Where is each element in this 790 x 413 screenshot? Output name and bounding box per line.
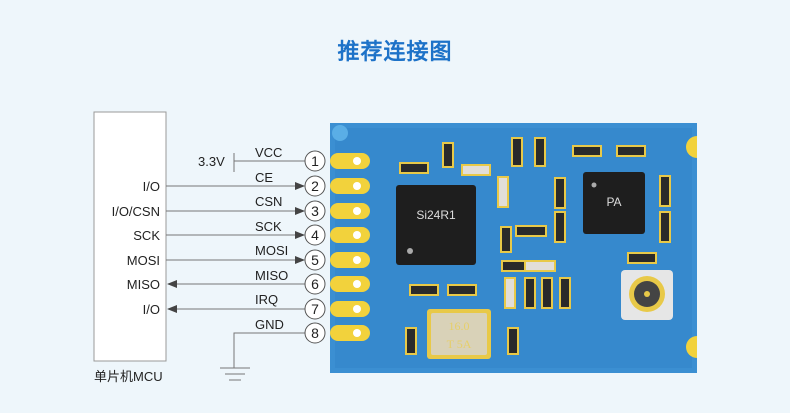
mcu-pin-sck: SCK xyxy=(133,228,160,243)
smd-component xyxy=(515,225,547,237)
pin-number-circle xyxy=(304,298,326,320)
pin-number-circle xyxy=(304,150,326,172)
pin-number: 3 xyxy=(311,203,319,219)
pin-pad xyxy=(330,203,370,219)
pin-pad xyxy=(330,178,370,194)
pin-pad xyxy=(330,276,370,292)
mcu-pin-miso: MISO xyxy=(127,277,160,292)
gnd-wire xyxy=(233,332,305,368)
signal-mosi: MOSI xyxy=(255,243,288,258)
mcu-pin-io-csn: I/O/CSN xyxy=(112,204,160,219)
pin-pad xyxy=(330,153,370,169)
signal-sck: SCK xyxy=(255,219,282,234)
signal-ce: CE xyxy=(255,170,273,185)
chip-label-main: Si24R1 xyxy=(416,208,456,222)
smd-component xyxy=(554,211,566,243)
antenna-connector xyxy=(621,270,673,320)
pin-number-circle xyxy=(304,175,326,197)
smd-component xyxy=(507,327,519,355)
pin-number: 6 xyxy=(311,276,319,292)
smd-component xyxy=(447,284,477,296)
mcu-pin-io-irq: I/O xyxy=(143,302,160,317)
smd-component xyxy=(627,252,657,264)
smd-component xyxy=(442,142,454,168)
smd-component xyxy=(511,137,523,167)
pin-number: 1 xyxy=(311,153,319,169)
smd-component xyxy=(461,164,491,176)
pin-pad xyxy=(330,301,370,317)
pin-number-circle xyxy=(304,249,326,271)
smd-component xyxy=(497,176,509,208)
pin-pad xyxy=(330,227,370,243)
mcu-label: 单片机MCU xyxy=(94,369,163,384)
smd-component xyxy=(554,177,566,209)
smd-component xyxy=(524,277,536,309)
si24r1-chip xyxy=(396,185,476,265)
supply-voltage: 3.3V xyxy=(198,154,225,169)
mcu-pin-io: I/O xyxy=(143,179,160,194)
pin-number-circle xyxy=(304,273,326,295)
pa-chip xyxy=(583,172,645,234)
pin-number: 2 xyxy=(311,178,319,194)
signal-vcc: VCC xyxy=(255,145,282,160)
smd-component xyxy=(399,162,429,174)
pin-number: 8 xyxy=(311,325,319,341)
pin-number: 7 xyxy=(311,301,319,317)
signal-csn: CSN xyxy=(255,194,282,209)
smd-component xyxy=(616,145,646,157)
smd-component xyxy=(524,260,556,272)
pin-number-circle xyxy=(304,224,326,246)
mcu-pin-mosi: MOSI xyxy=(127,253,160,268)
smd-component xyxy=(504,277,516,309)
crystal-line2: T 5A xyxy=(447,337,472,351)
pin-number-circle xyxy=(304,322,326,344)
page-title: 推荐连接图 xyxy=(337,40,453,65)
smd-component xyxy=(572,145,602,157)
chip-label-pa: PA xyxy=(606,195,621,209)
smd-component xyxy=(534,137,546,167)
crystal-line1: 16.0 xyxy=(449,319,470,333)
smd-component xyxy=(405,327,417,355)
smd-component xyxy=(659,175,671,207)
signal-miso: MISO xyxy=(255,268,288,283)
smd-component xyxy=(659,211,671,243)
pin-pad xyxy=(330,325,370,341)
mcu-box xyxy=(93,111,167,362)
smd-component xyxy=(541,277,553,309)
pin-number: 4 xyxy=(311,227,319,243)
ground-icon xyxy=(220,367,250,381)
pin-pads xyxy=(330,153,370,341)
signal-gnd: GND xyxy=(255,317,284,332)
signal-irq: IRQ xyxy=(255,292,278,307)
pin-number-circle xyxy=(304,200,326,222)
smd-component xyxy=(559,277,571,309)
pin-number: 5 xyxy=(311,252,319,268)
smd-component xyxy=(409,284,439,296)
smd-component xyxy=(500,226,512,253)
pin-pad xyxy=(330,252,370,268)
